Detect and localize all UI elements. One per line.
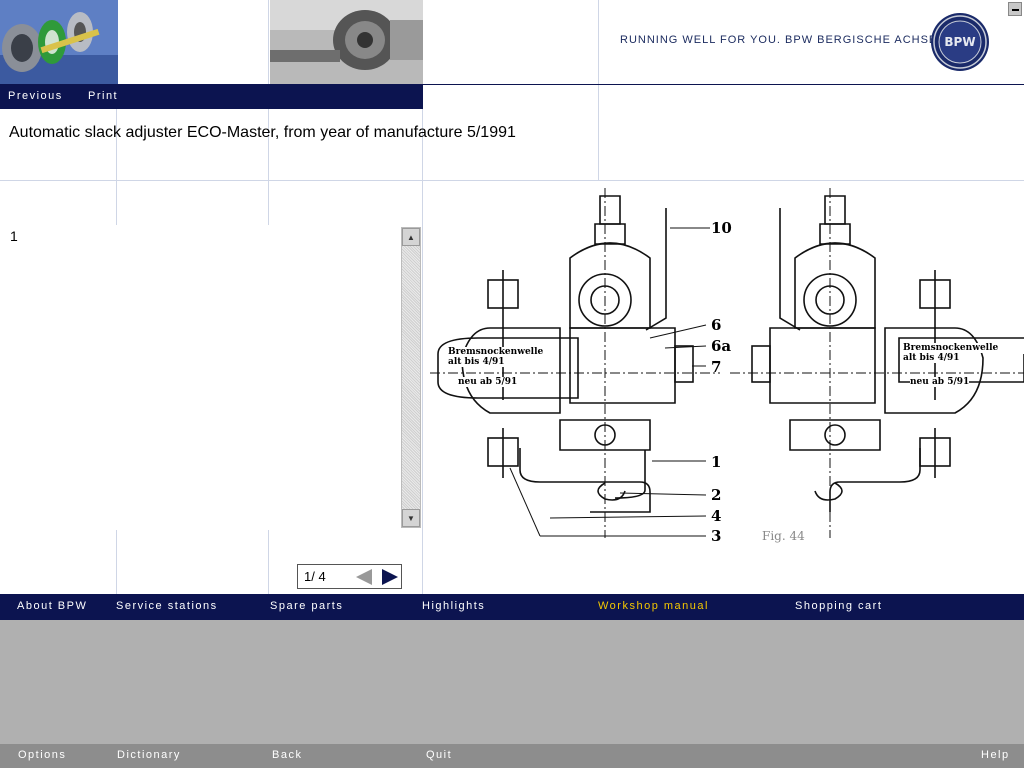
header-divider bbox=[423, 84, 1024, 85]
left-shaft-old-label: alt bis 4/91 bbox=[448, 357, 505, 367]
page-indicator: 1/ 4 bbox=[304, 569, 326, 584]
header-image-axle bbox=[270, 0, 423, 84]
callout-7: 7 bbox=[711, 358, 722, 376]
grid-line bbox=[268, 530, 269, 594]
page-title: Automatic slack adjuster ECO-Master, fro… bbox=[9, 124, 516, 141]
nav-highlights[interactable]: Highlights bbox=[422, 600, 486, 612]
grid-line bbox=[116, 0, 117, 225]
svg-text:BPW: BPW bbox=[944, 35, 975, 49]
main-nav-bar: About BPW Service stations Spare parts H… bbox=[0, 594, 1024, 620]
callout-4: 4 bbox=[711, 507, 722, 525]
grid-line bbox=[598, 0, 599, 180]
page-pager: 1/ 4 bbox=[297, 564, 402, 589]
next-page-arrow-icon[interactable] bbox=[382, 569, 398, 585]
grid-line bbox=[116, 530, 117, 594]
content-footer-area bbox=[0, 620, 1024, 744]
top-nav-bar: Previous Print bbox=[0, 84, 423, 109]
step-number: 1 bbox=[10, 228, 18, 244]
callout-6a: 6a bbox=[711, 337, 732, 355]
nav-about-bpw[interactable]: About BPW bbox=[17, 600, 88, 612]
grid-line bbox=[0, 180, 1024, 181]
callout-1: 1 bbox=[711, 453, 722, 471]
grid-line bbox=[422, 0, 423, 594]
footer-back[interactable]: Back bbox=[272, 749, 303, 761]
bpw-logo[interactable]: BPW bbox=[930, 12, 990, 72]
footer-options[interactable]: Options bbox=[18, 749, 67, 761]
callout-3: 3 bbox=[711, 527, 722, 545]
left-shaft-label: Bremsnockenwelle bbox=[448, 347, 544, 357]
slack-adjuster-drawing bbox=[430, 188, 1024, 538]
technical-drawing: 10 6 6a 7 1 2 4 3 Bremsnockenwelle alt b… bbox=[430, 188, 1024, 558]
footer-dictionary[interactable]: Dictionary bbox=[117, 749, 181, 761]
scroll-down-button[interactable]: ▼ bbox=[402, 509, 420, 527]
left-shaft-new-label: neu ab 5/91 bbox=[458, 377, 518, 387]
scroll-up-button[interactable]: ▲ bbox=[402, 228, 420, 246]
callout-6: 6 bbox=[711, 316, 722, 334]
footer-help[interactable]: Help bbox=[981, 749, 1010, 761]
footer-bar: Options Dictionary Back Quit Help bbox=[0, 744, 1024, 768]
minimize-button[interactable] bbox=[1008, 2, 1022, 16]
nav-service-stations[interactable]: Service stations bbox=[116, 600, 218, 612]
right-shaft-label: Bremsnockenwelle bbox=[903, 343, 999, 353]
nav-spare-parts[interactable]: Spare parts bbox=[270, 600, 344, 612]
grid-line bbox=[268, 0, 269, 225]
previous-link[interactable]: Previous bbox=[8, 90, 63, 102]
footer-quit[interactable]: Quit bbox=[426, 749, 453, 761]
text-scrollbar[interactable]: ▲ ▼ bbox=[401, 227, 421, 528]
callout-2: 2 bbox=[711, 486, 722, 504]
previous-page-arrow-icon[interactable] bbox=[356, 569, 372, 585]
right-shaft-new-label: neu ab 5/91 bbox=[910, 377, 970, 387]
header-slogan: RUNNING WELL FOR YOU. BPW BERGISCHE ACHS… bbox=[620, 34, 947, 46]
print-link[interactable]: Print bbox=[88, 90, 119, 102]
header-image-bearings bbox=[0, 0, 118, 84]
nav-workshop-manual[interactable]: Workshop manual bbox=[598, 600, 709, 612]
nav-shopping-cart[interactable]: Shopping cart bbox=[795, 600, 883, 612]
callout-10: 10 bbox=[711, 219, 732, 237]
right-shaft-old-label: alt bis 4/91 bbox=[903, 353, 960, 363]
figure-caption: Fig. 44 bbox=[762, 529, 805, 543]
